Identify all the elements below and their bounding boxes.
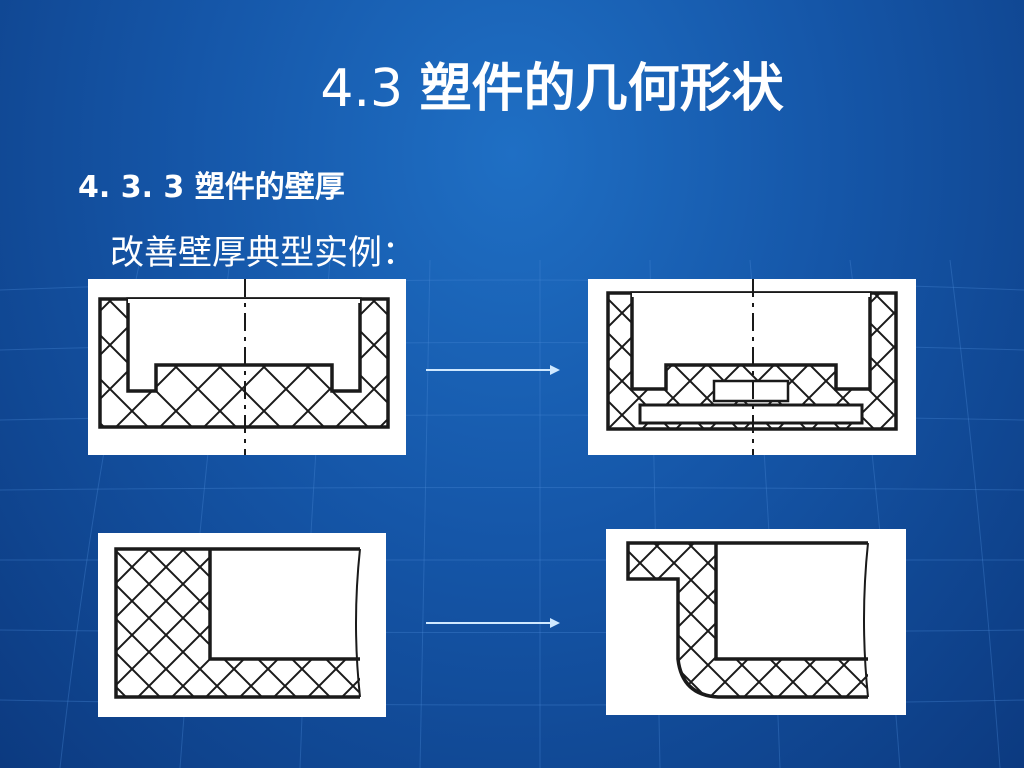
uniform-corner-section: [606, 529, 906, 715]
thick-corner-section: [98, 533, 386, 717]
arrow-right-icon: [426, 618, 560, 628]
title-text: 塑件的几何形状: [419, 59, 784, 119]
slide-title: 4.3 塑件的几何形状: [0, 46, 1024, 121]
thick-wall-cup-section: [88, 279, 406, 455]
improved-cup-section: [588, 279, 916, 455]
section-heading: 4. 3. 3 塑件的壁厚: [78, 170, 345, 205]
example-label: 改善壁厚典型实例：: [110, 233, 416, 273]
arrow-right-icon: [426, 365, 560, 375]
title-number: 4.3: [320, 59, 404, 119]
